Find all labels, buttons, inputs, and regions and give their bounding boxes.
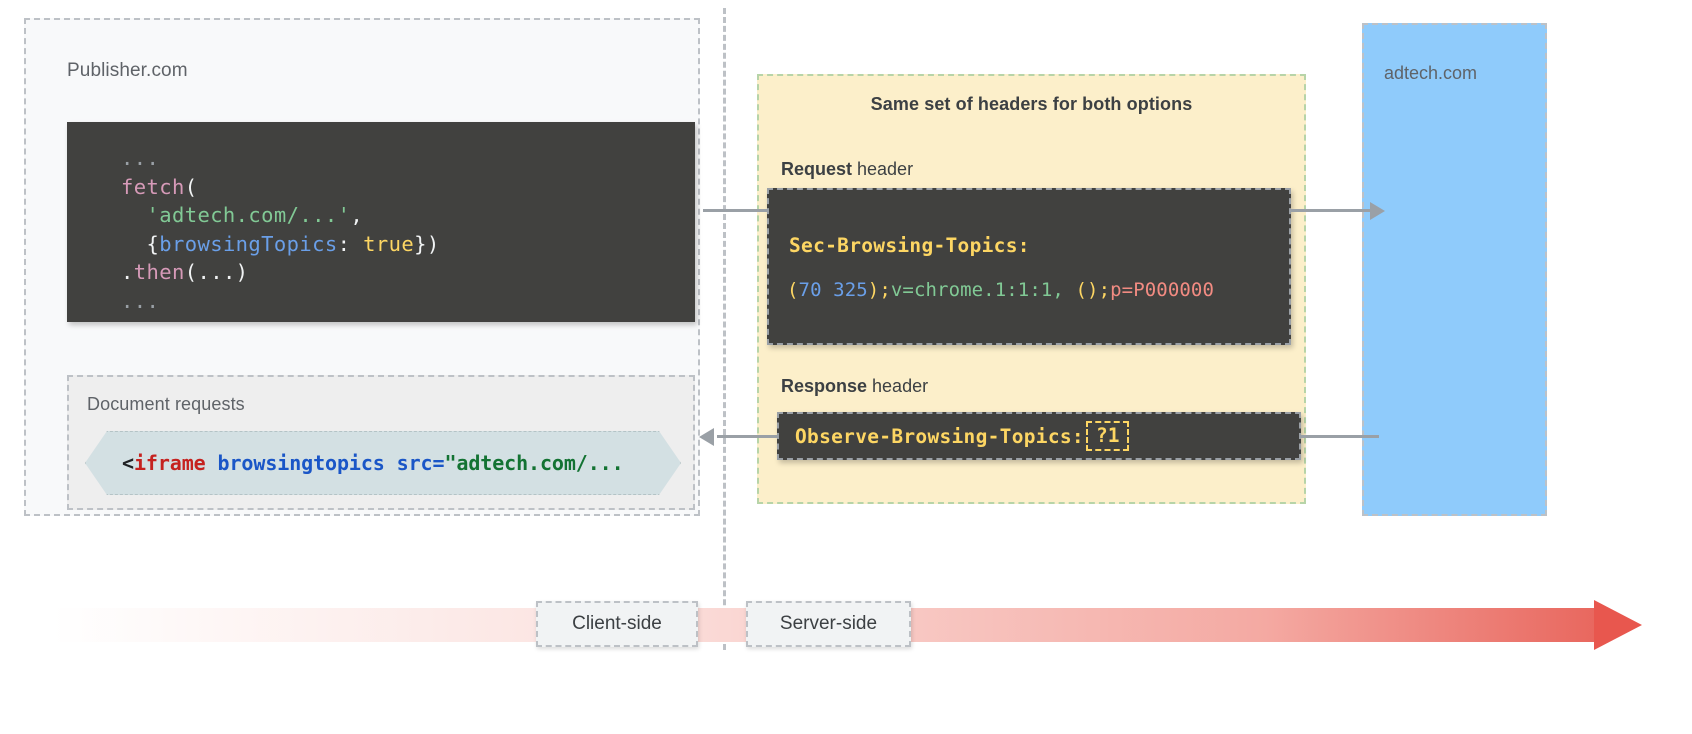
- observe-browsing-topics-header-name: Observe-Browsing-Topics:: [795, 424, 1084, 448]
- fetch-url-string: 'adtech.com/...': [146, 203, 351, 227]
- true-value: true: [363, 231, 415, 256]
- timeline-arrow-head: [1594, 600, 1642, 650]
- code-line-2: fetch(: [67, 173, 695, 202]
- code-line-4: {browsingTopics: true}): [67, 230, 695, 259]
- browsingtopics-attribute: browsingtopics: [205, 451, 397, 475]
- open-paren: (: [184, 174, 198, 199]
- sec-browsing-topics-header-name: Sec-Browsing-Topics:: [789, 234, 1030, 257]
- adtech-label: adtech.com: [1384, 63, 1478, 83]
- arrow-response-to-client-head: [699, 428, 714, 446]
- value-semicolon-1: ;: [879, 279, 891, 301]
- arrow-headers-to-adtech-head: [1370, 202, 1385, 220]
- adtech-panel: adtech.com: [1362, 23, 1547, 516]
- src-value: "adtech.com/...: [444, 451, 624, 475]
- padding-value: p=P000000: [1110, 279, 1214, 301]
- value-semicolon-2: ;: [1098, 279, 1111, 301]
- code-line-3: 'adtech.com/...',: [67, 201, 695, 230]
- iframe-snippet-chip: <iframe browsingtopics src="adtech.com/.…: [85, 431, 681, 495]
- response-header-box: Observe-Browsing-Topics: ?1: [777, 412, 1301, 460]
- observe-browsing-topics-header-value: ?1: [1085, 420, 1130, 452]
- client-server-divider: [723, 8, 726, 650]
- empty-topic-parens: (): [1063, 279, 1099, 301]
- value-open-paren: (: [787, 279, 799, 301]
- browsing-topics-property: browsingTopics: [159, 231, 338, 256]
- brace-open: {: [146, 231, 160, 256]
- publisher-panel: Publisher.com ... fetch( 'adtech.com/...…: [24, 18, 700, 516]
- dot: .: [121, 260, 134, 284]
- fetch-code-block: ... fetch( 'adtech.com/...', {browsingTo…: [67, 122, 695, 322]
- publisher-label: Publisher.com: [67, 60, 188, 81]
- src-attribute: src=: [396, 451, 445, 475]
- response-header-caption: Response header: [781, 376, 928, 397]
- then-args: (...): [184, 260, 249, 284]
- iframe-angle-bracket: <: [122, 451, 134, 475]
- sec-browsing-topics-header-value: (70 325);v=chrome.1:1:1, ();p=P000000: [787, 279, 1214, 301]
- arrow-client-to-headers: [703, 209, 769, 212]
- then-keyword: then: [133, 260, 185, 284]
- document-requests-label: Document requests: [87, 394, 245, 414]
- request-header-box: Sec-Browsing-Topics: (70 325);v=chrome.1…: [767, 188, 1291, 345]
- iframe-tag-name: iframe: [133, 451, 206, 475]
- code-line-1: ...: [67, 144, 695, 173]
- fetch-keyword: fetch: [121, 174, 185, 199]
- response-header-caption-bold: Response: [781, 376, 868, 396]
- taxonomy-version: v=chrome.1:1:1,: [890, 279, 1064, 301]
- document-requests-panel: Document requests <iframe browsingtopics…: [67, 375, 695, 510]
- request-header-caption-rest: header: [852, 159, 914, 179]
- request-header-caption-bold: Request: [781, 159, 853, 179]
- response-header-caption-rest: header: [867, 376, 929, 396]
- topic-ids: 70 325: [798, 279, 868, 301]
- arrow-headers-to-adtech-line: [1291, 209, 1377, 212]
- arrow-response-to-client-line: [717, 435, 779, 438]
- request-header-caption: Request header: [781, 159, 913, 180]
- code-ellipsis-bottom: ...: [121, 288, 160, 313]
- code-ellipsis-top: ...: [121, 146, 160, 170]
- colon: :: [337, 231, 364, 256]
- value-close-paren: ): [867, 279, 880, 301]
- headers-panel-title: Same set of headers for both options: [870, 94, 1193, 114]
- brace-close: }): [414, 231, 440, 256]
- code-line-6: ...: [67, 287, 695, 316]
- comma: ,: [350, 203, 364, 227]
- timeline-client-side-chip: Client-side: [536, 601, 698, 647]
- arrow-adtech-to-response: [1299, 435, 1379, 438]
- code-line-5: .then(...): [67, 258, 695, 287]
- timeline-server-side-chip: Server-side: [746, 601, 911, 647]
- iframe-code: <iframe browsingtopics src="adtech.com/.…: [86, 451, 624, 475]
